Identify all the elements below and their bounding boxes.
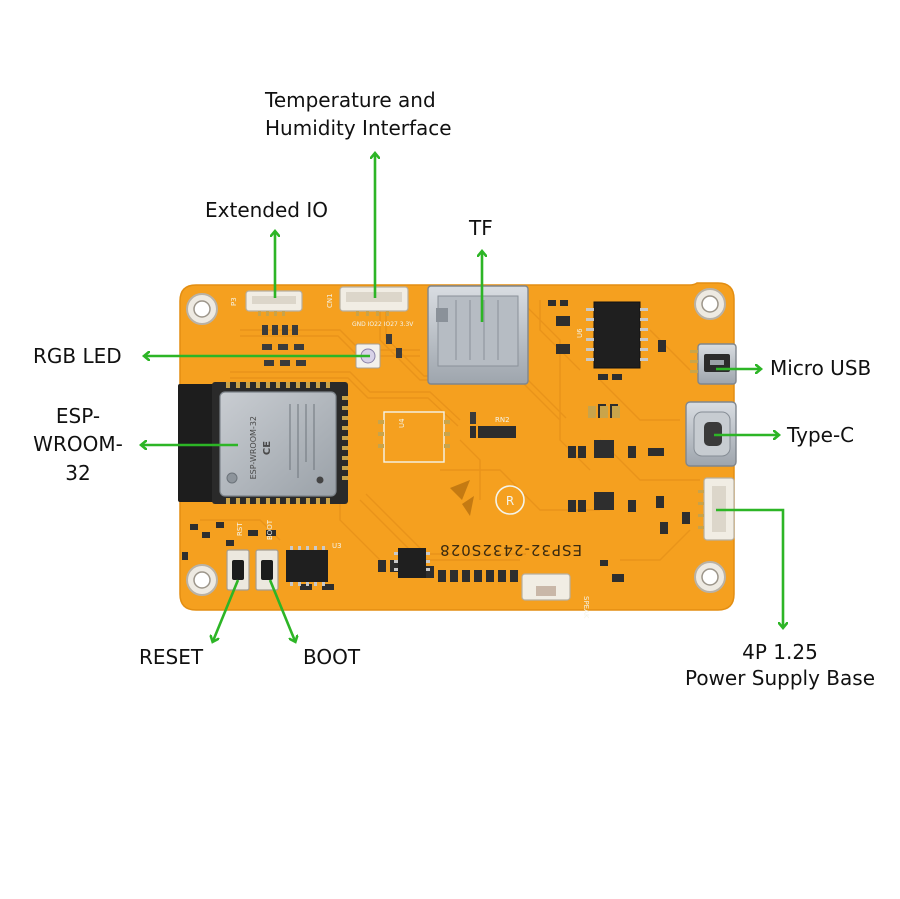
p3-silk: P3: [230, 297, 238, 306]
rn2-silk: RN2: [495, 416, 510, 424]
boot-button-component: BOOT: [255, 519, 279, 591]
label-extended-io: Extended IO: [205, 198, 328, 222]
micro-usb-port: [690, 343, 737, 385]
label-type-c: Type-C: [787, 423, 855, 447]
module-ce-mark: CE: [262, 441, 273, 455]
antenna-area: [178, 384, 222, 502]
module-castellations: [226, 382, 348, 504]
audio-ic: [394, 548, 430, 578]
esp32-module: ESP-WROOM-32 CE: [178, 382, 348, 504]
u3-ic: U3: [286, 542, 342, 586]
arrow-reset: [213, 579, 240, 641]
cn1-silk: CN1: [326, 293, 334, 308]
reset-button-component: RST: [226, 522, 250, 591]
io-header-silk: GND IO22 IO27 3.3V: [352, 321, 414, 328]
speaker-connector: SPEAK: [521, 573, 590, 619]
label-rgb-led: RGB LED: [33, 344, 122, 368]
resistor-array-top: [262, 325, 402, 366]
label-esp-line3: 32: [65, 461, 91, 485]
s-pads: [588, 406, 620, 418]
label-tf: TF: [469, 216, 493, 240]
boot-silk: BOOT: [266, 519, 274, 540]
module-model-label: ESP-WROOM-32: [249, 416, 258, 479]
mounting-holes: [186, 288, 726, 596]
u3-silk: U3: [332, 542, 342, 550]
label-power-line2: Power Supply Base: [684, 666, 876, 690]
label-esp-line2: WROOM-: [33, 432, 123, 456]
pcb-traces: [200, 299, 700, 561]
label-reset: RESET: [139, 645, 204, 669]
tf-card-slot: [427, 285, 529, 385]
module-text-lines: [289, 404, 315, 478]
callout-arrows: [142, 154, 783, 641]
u6-silk: U6: [576, 328, 584, 338]
speak-silk: SPEAK: [582, 596, 590, 619]
board-model-silk: ESP32-2432S028: [439, 541, 582, 559]
label-esp-line1: ESP-: [55, 404, 101, 428]
arrow-power-supply: [716, 508, 783, 627]
u6-ic: U6: [576, 301, 648, 369]
label-boot: BOOT: [303, 645, 361, 669]
u4-footprint: U4: [378, 411, 450, 463]
svg-text:R: R: [506, 494, 514, 508]
label-power-line1: 4P 1.25: [742, 640, 818, 664]
label-temp-humidity-line2: Humidity Interface: [265, 116, 452, 140]
rst-silk: RST: [236, 522, 244, 536]
u4-silk: U4: [398, 418, 406, 428]
rn2-array: RN2: [470, 412, 516, 438]
board-logos: R: [450, 480, 525, 516]
arrow-boot: [268, 579, 295, 641]
label-temp-humidity-line1: Temperature and: [265, 88, 436, 112]
label-micro-usb: Micro USB: [770, 356, 872, 380]
